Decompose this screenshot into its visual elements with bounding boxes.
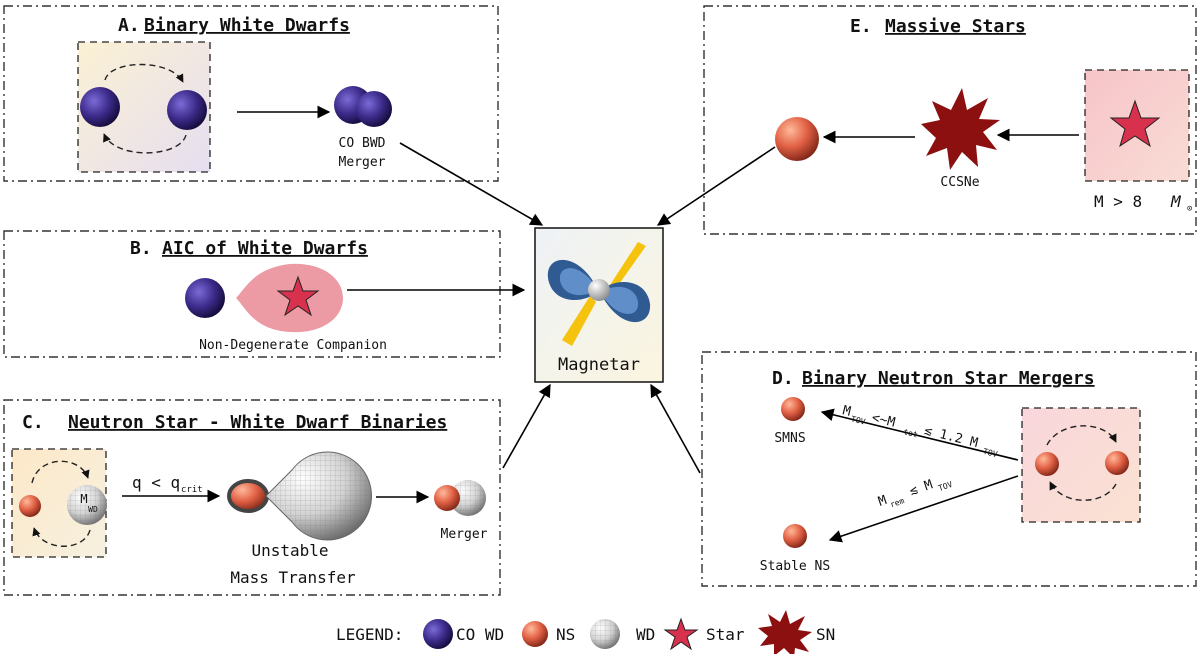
arrow-d-to-magnetar	[650, 383, 701, 474]
panel-c-condition: q < q	[132, 473, 180, 492]
wd-mass-label: M	[80, 492, 87, 506]
panel-b-letter: B.	[130, 238, 152, 259]
field-lobe-left-inner	[559, 268, 596, 296]
legend-sn-icon	[758, 610, 812, 658]
svg-text:M: M	[841, 403, 852, 419]
orbit-arrow-top	[31, 460, 90, 484]
orbit-arrow-top	[104, 63, 184, 83]
panel-d-letter: D.	[772, 368, 794, 389]
ns-accretor	[227, 479, 269, 513]
arrow-a-to-magnetar	[399, 142, 544, 226]
panel-d-smns-label: SMNS	[774, 431, 805, 446]
co-wd-sphere	[80, 87, 120, 127]
panel-c-letter: C.	[22, 412, 44, 433]
panel-c-condition-subscript: crit	[181, 485, 203, 495]
panel-e-mass-condition: M > 8	[1094, 192, 1142, 211]
panel-c-transfer-line1: Unstable	[251, 541, 328, 560]
stable-condition: M rem ≲ M TOV	[876, 477, 954, 510]
panel-d-frame	[701, 351, 1197, 587]
magnetar-label: Magnetar	[558, 355, 640, 375]
panel-d-title: Binary Neutron Star Mergers	[802, 368, 1095, 389]
panel-a-frame	[3, 5, 499, 182]
orbit-arrow-top	[1046, 425, 1117, 446]
jet-lower	[562, 296, 596, 346]
svg-text:rem: rem	[889, 496, 906, 509]
svg-text:TOV: TOV	[937, 480, 954, 493]
smns-sphere	[781, 397, 805, 421]
panel-e-sn-label: CCSNe	[940, 175, 979, 190]
orbit-arrow-bottom	[103, 133, 187, 154]
panel-e-frame	[703, 5, 1197, 235]
wd-mass-subscript: WD	[88, 505, 98, 514]
co-wd-sphere	[185, 278, 225, 318]
arrow-d-to-smns	[820, 408, 1019, 461]
ns-sphere	[434, 485, 460, 511]
legend-ns-icon	[522, 621, 548, 647]
panel-e-massive-stars: E. Massive Stars M > 8 M ⊙ CCSNe	[703, 5, 1197, 235]
panel-a-product-line1: CO BWD	[339, 136, 386, 151]
svg-text:TOV: TOV	[850, 414, 866, 426]
legend-sn: SN	[816, 625, 835, 644]
panel-a-product-line2: Merger	[339, 155, 386, 170]
wd-sphere-grid	[67, 485, 107, 525]
wd-sphere-grid	[450, 480, 486, 516]
ns-sphere	[775, 117, 819, 161]
arrow-c-to-magnetar	[502, 383, 551, 469]
orbit-arrow-bottom	[1049, 481, 1117, 501]
arrow-d-to-stable	[828, 475, 1019, 543]
legend-co-wd: CO WD	[456, 625, 504, 644]
legend-co-wd-icon	[423, 619, 453, 649]
field-lobe-right-inner	[602, 286, 639, 314]
solar-mass-sub: ⊙	[1187, 204, 1192, 214]
magnetar-core	[588, 279, 610, 301]
panel-a-title: Binary White Dwarfs	[144, 15, 350, 36]
svg-text:tot: tot	[902, 427, 918, 439]
panel-d-stable-label: Stable NS	[760, 559, 830, 574]
legend: LEGEND: CO WD NS WD Star SN	[336, 610, 835, 658]
svg-text:<~M: <~M	[870, 410, 897, 430]
co-wd-sphere	[356, 91, 392, 127]
smns-condition: M TOV <~M tot ≲ 1.2 M TOV	[841, 403, 998, 459]
solar-mass-symbol: M	[1170, 192, 1182, 211]
panel-c-title: Neutron Star - White Dwarf Binaries	[68, 412, 447, 433]
arrow-e-to-magnetar	[656, 146, 776, 226]
panel-a-letter: A.	[118, 15, 140, 36]
wd-donor-grid	[266, 452, 372, 541]
ns-sphere	[1035, 452, 1059, 476]
star-icon	[276, 275, 320, 317]
panel-a-binary-white-dwarfs: A. Binary White Dwarfs CO BWD Merger	[3, 5, 499, 182]
panel-c-transfer-line2: Mass Transfer	[230, 568, 356, 587]
stable-ns-sphere	[783, 524, 807, 548]
panel-e-title: Massive Stars	[885, 16, 1026, 37]
star-icon	[1109, 99, 1161, 148]
legend-wd-grid	[590, 619, 620, 649]
ns-sphere	[19, 495, 41, 517]
magnetar-box: Magnetar	[534, 227, 664, 383]
svg-text:≲ 1.2 M: ≲ 1.2 M	[923, 423, 980, 451]
panel-b-aic: B. AIC of White Dwarfs Non-Degenerate Co…	[3, 230, 526, 358]
legend-prefix: LEGEND:	[336, 625, 403, 644]
panel-b-companion-label: Non-Degenerate Companion	[199, 338, 387, 353]
panel-c-product: Merger	[441, 527, 488, 542]
svg-text:TOV: TOV	[982, 447, 998, 459]
legend-wd: WD	[636, 625, 655, 644]
legend-star: Star	[706, 625, 745, 644]
legend-star-icon	[663, 617, 699, 651]
svg-text:≲ M: ≲ M	[908, 477, 935, 499]
legend-ns: NS	[556, 625, 575, 644]
panel-c-frame	[3, 399, 501, 596]
panel-d-bns-mergers: D. Binary Neutron Star Mergers SMNS Stab…	[701, 351, 1197, 587]
panel-b-title: AIC of White Dwarfs	[162, 238, 368, 259]
panel-e-letter: E.	[850, 16, 872, 37]
svg-text:M: M	[876, 493, 888, 510]
panel-c-ns-wd-binaries: C. Neutron Star - White Dwarf Binaries M…	[3, 399, 501, 596]
co-wd-sphere	[167, 90, 207, 130]
orbit-arrow-bottom	[32, 527, 91, 547]
jet-upper	[608, 242, 646, 294]
panel-b-frame	[3, 230, 501, 358]
sn-burst-icon	[921, 88, 1000, 170]
ns-sphere	[1105, 451, 1129, 475]
